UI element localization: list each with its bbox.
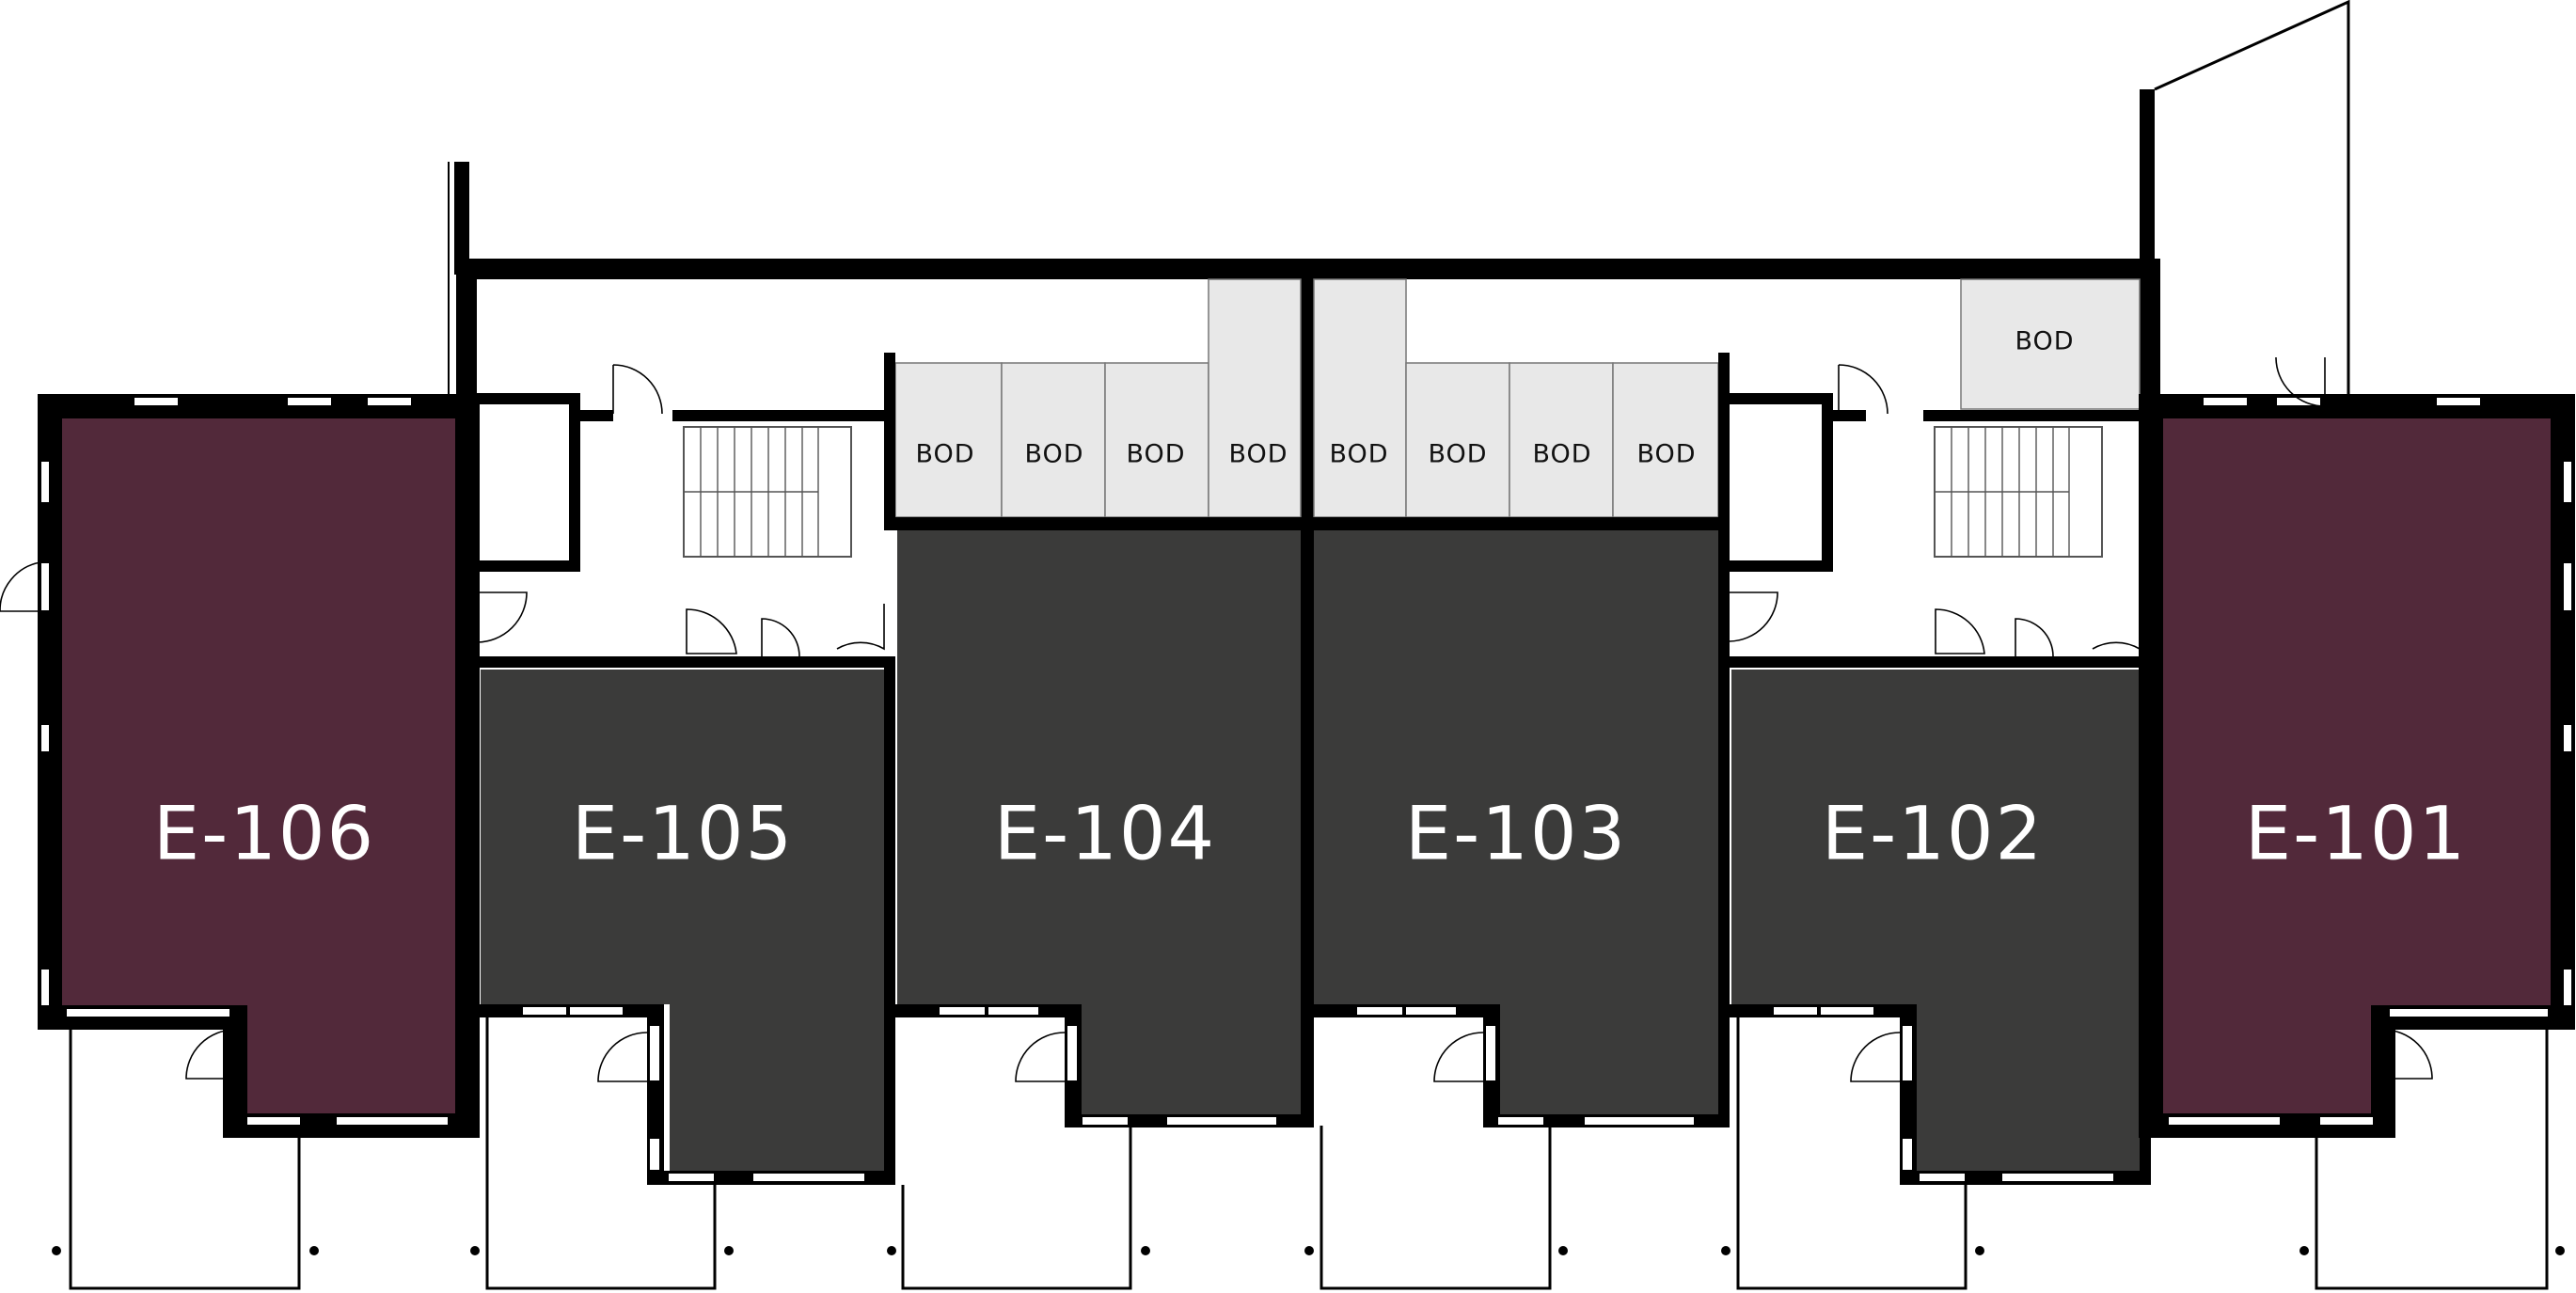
terrace: [485, 1017, 717, 1290]
storage-label: BOD: [1126, 440, 1185, 469]
storage-label: BOD: [1636, 440, 1696, 469]
unit-label: E-101: [2245, 792, 2467, 876]
terrace: [2315, 1017, 2549, 1290]
unit-E-101[interactable]: E-101: [2139, 356, 2575, 1138]
unit-label: E-102: [1822, 792, 2044, 876]
unit-E-102[interactable]: E-102: [1718, 656, 2151, 1185]
terraces: [69, 1017, 2549, 1290]
storage-room[interactable]: [1104, 362, 1209, 518]
unit-E-106-area[interactable]: [61, 418, 467, 1114]
storage-label: BOD: [1024, 440, 1083, 469]
storage-room[interactable]: [1960, 278, 2141, 410]
storage-label: BOD: [915, 440, 974, 469]
unit-label: E-106: [153, 792, 375, 876]
stair-hall-right: [1729, 364, 2141, 668]
terrace-posts: [52, 1246, 2565, 1255]
storage-room[interactable]: [1208, 278, 1302, 518]
unit-E-101-area[interactable]: [2151, 418, 2551, 1114]
storage-label: BOD: [2015, 327, 2074, 356]
terrace: [1320, 1126, 1552, 1290]
unit-E-102-area[interactable]: [1731, 670, 2140, 1174]
storage-labels: BOD BOD BOD BOD BOD BOD BOD BOD BOD: [915, 327, 2074, 469]
unit-E-105[interactable]: E-105: [467, 656, 895, 1185]
unit-E-104[interactable]: E-104: [884, 526, 1314, 1127]
terrace: [69, 1017, 301, 1290]
unit-label: E-103: [1405, 792, 1627, 876]
storage-room[interactable]: [1509, 362, 1614, 518]
unit-E-105-area[interactable]: [481, 670, 884, 1174]
storage-label: BOD: [1532, 440, 1591, 469]
storage-label: BOD: [1329, 440, 1388, 469]
storage-room[interactable]: [894, 362, 1003, 518]
terrace: [1736, 1017, 1968, 1290]
storage-label: BOD: [1228, 440, 1288, 469]
building-shell: [448, 0, 2350, 526]
terrace: [901, 1126, 1132, 1290]
unit-label: E-104: [994, 792, 1216, 876]
storage-block: [884, 278, 2141, 530]
staircase: [1935, 427, 2070, 557]
unit-E-103-area[interactable]: [1314, 530, 1718, 1114]
storage-room[interactable]: [1612, 362, 1719, 518]
storage-room[interactable]: [1001, 362, 1106, 518]
unit-E-106[interactable]: E-106: [0, 394, 480, 1138]
unit-E-104-area[interactable]: [897, 530, 1301, 1114]
storage-room[interactable]: [1313, 278, 1407, 518]
stair-hall-left: [476, 364, 885, 668]
unit-label: E-105: [572, 792, 794, 876]
unit-E-103[interactable]: E-103: [1314, 526, 1730, 1127]
staircase: [684, 427, 819, 557]
storage-label: BOD: [1428, 440, 1487, 469]
